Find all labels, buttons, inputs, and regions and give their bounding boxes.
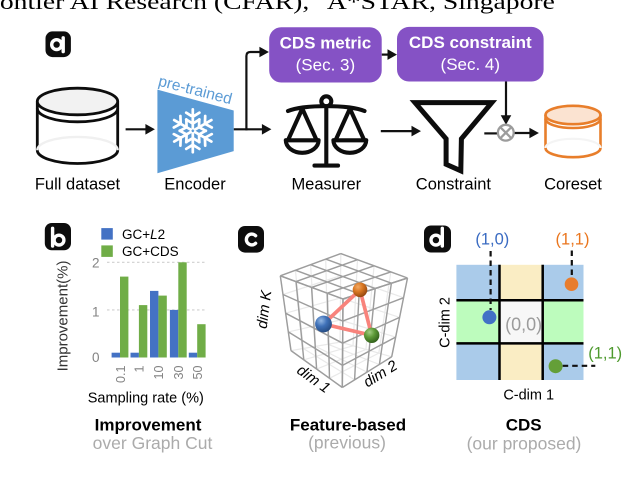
- svg-text:(1,1): (1,1): [588, 345, 622, 363]
- svg-text:(our proposed): (our proposed): [467, 434, 582, 454]
- svg-text:1: 1: [133, 366, 147, 373]
- svg-text:30: 30: [172, 366, 186, 380]
- svg-text:Improvement(%): Improvement(%): [54, 261, 71, 372]
- svg-text:CDS: CDS: [506, 416, 542, 435]
- svg-text:GC+CDS: GC+CDS: [122, 244, 179, 259]
- svg-text:(0,0): (0,0): [505, 315, 542, 335]
- svg-text:Constraint: Constraint: [416, 176, 492, 194]
- svg-text:Encoder: Encoder: [164, 176, 226, 194]
- svg-text:Full dataset: Full dataset: [35, 176, 121, 194]
- svg-text:dim K: dim K: [254, 289, 276, 330]
- svg-text:Feature-based: Feature-based: [290, 416, 406, 435]
- svg-text:0: 0: [92, 350, 100, 365]
- svg-text:2: 2: [92, 256, 100, 271]
- svg-text:(1,1): (1,1): [556, 231, 590, 249]
- svg-text:Measurer: Measurer: [291, 176, 361, 194]
- svg-text:Coreset: Coreset: [544, 176, 602, 194]
- svg-text:CDS metric: CDS metric: [280, 33, 372, 52]
- svg-text:(Sec. 4): (Sec. 4): [441, 55, 501, 74]
- svg-text:(previous): (previous): [308, 433, 386, 453]
- svg-text:1: 1: [92, 305, 100, 320]
- svg-text:CDS constraint: CDS constraint: [409, 33, 532, 52]
- svg-text:(Sec. 3): (Sec. 3): [296, 55, 356, 74]
- svg-text:GC+L2: GC+L2: [122, 227, 165, 242]
- svg-text:Frontier AI Research (CFAR),A*: Frontier AI Research (CFAR),A*STAR, Sing…: [0, 0, 555, 14]
- svg-text:10: 10: [152, 366, 166, 380]
- svg-text:50: 50: [191, 366, 205, 380]
- svg-text:Improvement: Improvement: [95, 416, 202, 435]
- svg-text:over Graph Cut: over Graph Cut: [93, 433, 213, 453]
- svg-text:Sampling rate (%): Sampling rate (%): [88, 391, 204, 407]
- svg-text:C-dim 1: C-dim 1: [503, 388, 554, 404]
- svg-text:0.1: 0.1: [114, 366, 128, 384]
- svg-text:C-dim 2: C-dim 2: [438, 297, 454, 348]
- svg-text:(1,0): (1,0): [475, 231, 509, 249]
